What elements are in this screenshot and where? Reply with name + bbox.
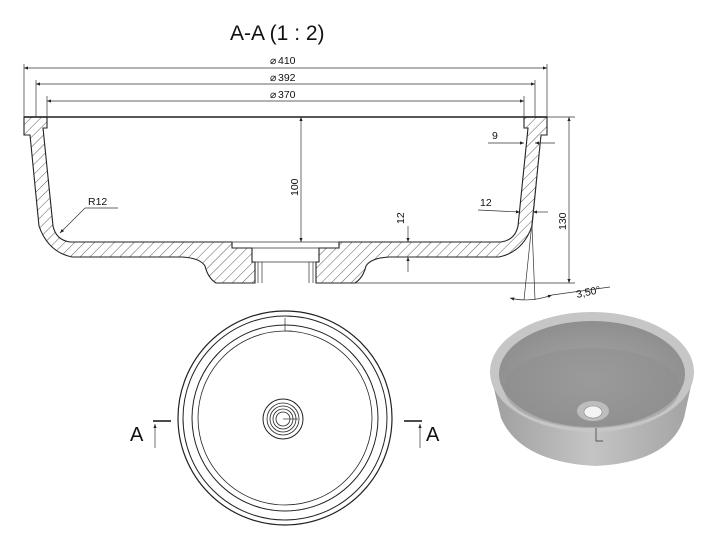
- dim-radius-r12: R12: [88, 196, 107, 208]
- overflow-mark: [284, 318, 292, 332]
- bowl-render-drain-hole: [583, 405, 603, 419]
- top-rim-middle: [182, 315, 388, 521]
- section-marker-left: A: [130, 420, 171, 448]
- leader-r12: [59, 207, 86, 234]
- top-view: [177, 310, 393, 526]
- section-letter-right: A: [426, 424, 440, 446]
- dim-diameter-370: 370: [278, 89, 296, 101]
- section-left-wall: [23, 116, 256, 284]
- dim-height-130: 130: [557, 212, 569, 230]
- dim-depth-100: 100: [289, 178, 301, 196]
- section-marker-right: A: [404, 420, 440, 448]
- leader-draft: [551, 286, 611, 296]
- drain-ring-1: [262, 398, 304, 440]
- dim-diameter-symbol-392: ⌀: [270, 72, 277, 84]
- drain-ring-2: [266, 402, 300, 436]
- dim-diameter-symbol-410: ⌀: [270, 55, 277, 67]
- bowl-render-floor: [504, 348, 680, 428]
- dim-bottom-12: 12: [395, 212, 407, 224]
- drain-profile: [232, 241, 339, 283]
- top-rim-inner: [191, 324, 379, 512]
- top-bowl-floor: [197, 330, 373, 506]
- dim-line-12-wall-a: [477, 209, 521, 214]
- dim-wall-12: 12: [480, 197, 492, 209]
- bowl-render-mark: [595, 428, 603, 442]
- dim-diameter-392: 392: [278, 72, 296, 84]
- section-view: ⌀ 410 ⌀ 392 ⌀ 370 100 12 12 9 130: [23, 55, 611, 301]
- section-right-wall: [315, 116, 548, 284]
- draft-line-b: [531, 225, 536, 301]
- draft-line-a: [523, 134, 542, 301]
- dim-rim-9: 9: [492, 130, 498, 142]
- top-rim-outer: [177, 310, 393, 526]
- section-title: A-A (1 : 2): [230, 22, 325, 45]
- dim-diameter-symbol-370: ⌀: [270, 89, 277, 101]
- bowl-render: [490, 312, 694, 466]
- dim-arc-draft: [509, 294, 553, 301]
- dim-draft-angle: 3,50°: [575, 284, 602, 301]
- section-letter-left: A: [130, 424, 144, 446]
- dim-diameter-410: 410: [278, 55, 296, 67]
